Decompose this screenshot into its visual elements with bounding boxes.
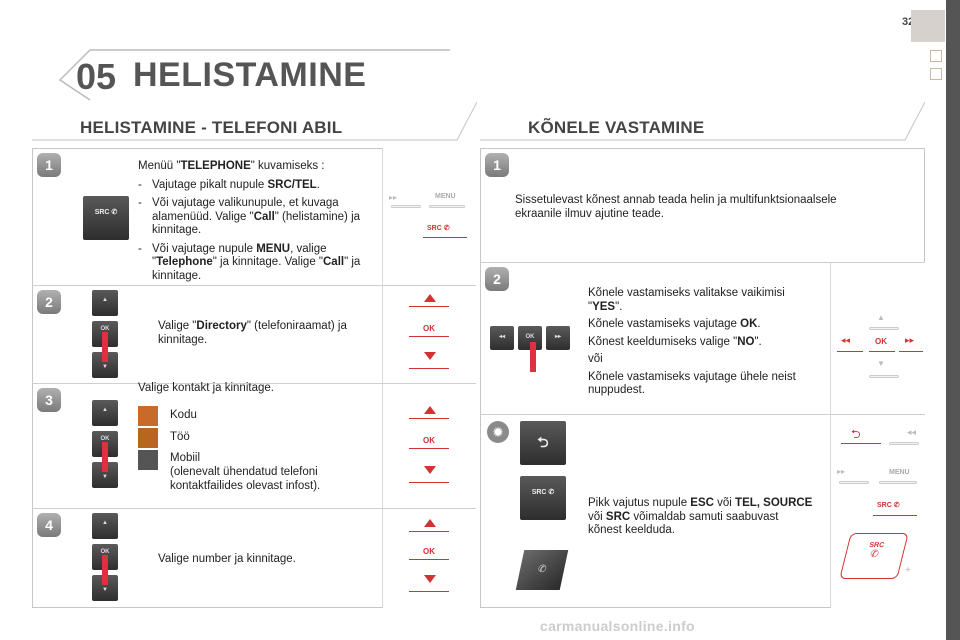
down-arrow-icon: ▼	[877, 359, 885, 368]
step4-text: Valige number ja kinnitage.	[158, 553, 296, 565]
press-arrow-icon	[102, 442, 108, 472]
contact-note: (olenevalt ühendatud telefoni kontaktfai…	[170, 466, 321, 492]
left-heading-frame	[32, 101, 477, 141]
chapter-title: HELISTAMINE	[133, 56, 367, 94]
step-badge: 2	[37, 290, 61, 314]
sidebar-strip	[946, 0, 960, 640]
row-divider	[480, 414, 925, 415]
scroll-wheel-illustration: ▲ OK ▼	[92, 400, 118, 490]
src-red-label: SRC ✆	[427, 225, 450, 232]
rewind-icon: ◂◂	[907, 427, 917, 437]
menu-label: MENU	[889, 469, 910, 476]
contact-option-home: Kodu	[170, 409, 197, 421]
checkbox-icon	[930, 50, 942, 62]
step-badge: 3	[37, 388, 61, 412]
press-arrow-icon	[530, 342, 536, 372]
plus-icon: +	[905, 565, 911, 576]
forward-icon: ▸▸	[905, 335, 915, 345]
steering-buttons-illustration: ◂◂ OK ▸▸	[490, 326, 570, 372]
step3-intro: Valige kontakt ja kinnitage.	[138, 382, 274, 394]
incoming-call-text: Sissetulevast kõnest annab teada helin j…	[515, 194, 837, 220]
steering-controls-illustration: ▸▸ MENU SRC ✆	[382, 148, 477, 285]
settings-icon: ✹	[487, 421, 509, 443]
forward-icon: ▸▸	[837, 467, 846, 476]
footer-watermark: carmanualsonline.info	[540, 618, 695, 634]
ok-wheel-illustration: OK	[382, 384, 477, 508]
step2-text: Valige "Directory" (telefoniraamat) ja k…	[158, 320, 347, 346]
ok-label: OK	[423, 324, 435, 333]
menu-label: MENU	[435, 193, 456, 200]
step-badge: 4	[37, 513, 61, 537]
ok-wheel-illustration: OK	[382, 286, 477, 383]
row-divider	[32, 383, 476, 384]
rewind-icon: ◂◂	[490, 326, 514, 350]
row-divider	[32, 508, 476, 509]
checkbox-icon	[930, 68, 942, 80]
step-badge: 2	[485, 267, 509, 291]
src-red-label: SRC ✆	[877, 502, 900, 509]
src-tel-button: SRC ✆	[520, 476, 566, 520]
esc-icon: ⮌	[520, 421, 566, 465]
step-badge: 1	[485, 153, 509, 177]
src-tel-button: SRC ✆	[83, 196, 129, 240]
esc-icon: ⮌	[851, 427, 861, 441]
up-arrow-icon: ▲	[877, 313, 885, 322]
scroll-wheel-illustration: ▲ OK ▼	[92, 290, 118, 380]
press-arrow-icon	[102, 555, 108, 585]
reject-text: Pikk vajutus nupule ESC või TEL, SOURCE …	[588, 497, 813, 536]
work-icon	[138, 428, 158, 448]
ok-label: OK	[875, 337, 887, 346]
row-divider	[480, 262, 925, 263]
corner-tab	[911, 10, 945, 42]
down-arrow-icon	[424, 466, 436, 474]
ok-wheel-illustration: ▲ ◂◂ OK ▸▸ ▼	[830, 263, 926, 414]
step-badge: 1	[37, 153, 61, 177]
scroll-wheel-illustration: ▲ OK ▼	[92, 513, 118, 603]
step1-text: Menüü "TELEPHONE" kuvamiseks : -Vajutage…	[138, 160, 361, 282]
tel-source-button: ✆	[515, 550, 569, 590]
right-section-heading: KÕNELE VASTAMINE	[528, 118, 705, 137]
ok-wheel-illustration: OK	[382, 509, 477, 608]
right-heading-frame	[480, 101, 925, 141]
forward-icon: ▸▸	[389, 193, 398, 202]
down-arrow-icon	[424, 575, 436, 583]
up-arrow-icon	[424, 406, 436, 414]
src-label: SRC	[94, 209, 110, 216]
rewind-icon: ◂◂	[841, 335, 851, 345]
answer-text: Kõnele vastamiseks valitakse vaikimisi "…	[588, 287, 796, 396]
chapter-number: 05	[76, 56, 117, 97]
chapter-frame	[58, 49, 450, 101]
up-arrow-icon	[424, 519, 436, 527]
ok-label: OK	[423, 547, 435, 556]
contact-option-mobile: Mobiil	[170, 452, 201, 464]
left-section-heading: HELISTAMINE - TELEFONI ABIL	[80, 118, 343, 137]
row-divider	[32, 285, 476, 286]
press-arrow-icon	[102, 332, 108, 362]
steering-controls-illustration: ⮌ ◂◂ ▸▸ MENU SRC ✆ SRC ✆ +	[830, 415, 926, 608]
mobile-icon	[138, 450, 158, 470]
contact-option-work: Töö	[170, 431, 190, 443]
tel-source-button-outline: SRC ✆	[839, 533, 909, 579]
down-arrow-icon	[424, 352, 436, 360]
home-icon	[138, 406, 158, 426]
forward-icon: ▸▸	[546, 326, 570, 350]
ok-label: OK	[423, 436, 435, 445]
up-arrow-icon	[424, 294, 436, 302]
